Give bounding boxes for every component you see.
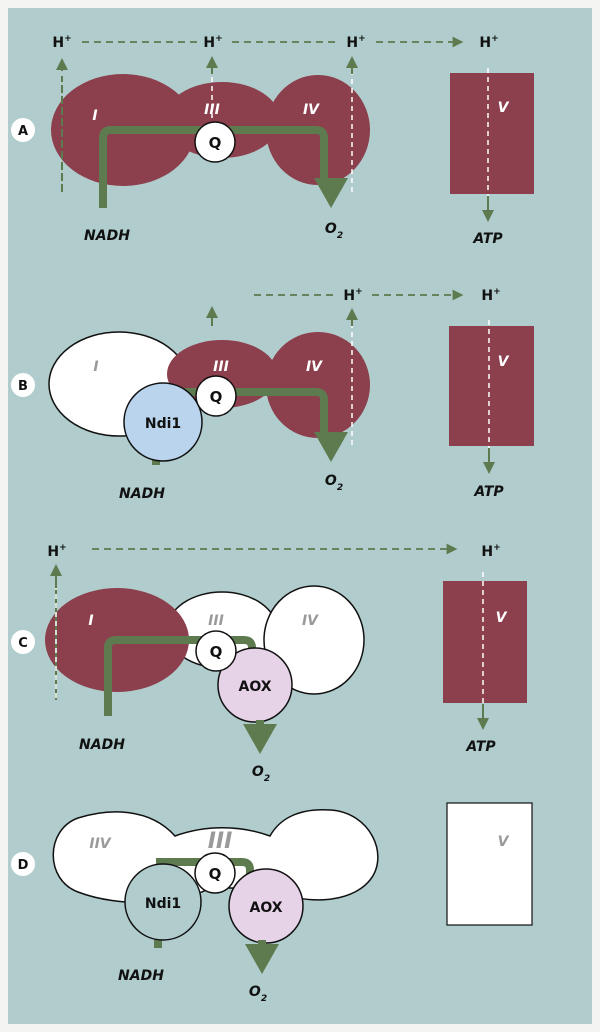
complex-v-label: V bbox=[498, 354, 510, 370]
quinone-label: Q bbox=[209, 134, 222, 152]
proton-label: H+ bbox=[481, 543, 500, 560]
complex-i-label: I bbox=[93, 359, 98, 375]
complex-v bbox=[443, 581, 527, 703]
panel-letter: A bbox=[18, 124, 28, 139]
oxygen-label: O2 bbox=[249, 984, 267, 1004]
panel-letter-badge bbox=[11, 852, 35, 876]
proton-label: H+ bbox=[481, 287, 500, 304]
atp-label: ATP bbox=[472, 231, 503, 247]
electron-path bbox=[104, 636, 256, 716]
ndi1-enzyme bbox=[124, 863, 202, 941]
electron-path bbox=[156, 858, 254, 880]
panel-letter-badge bbox=[11, 118, 35, 142]
complex-v bbox=[449, 326, 534, 446]
aox-label: AOX bbox=[238, 679, 271, 695]
quinone-label: Q bbox=[210, 643, 223, 661]
panel-letter-badge bbox=[11, 373, 35, 397]
panel-letter: D bbox=[18, 858, 29, 873]
complex-iii-label: III bbox=[204, 102, 220, 118]
atp-label: ATP bbox=[465, 739, 496, 755]
proton-label: H+ bbox=[346, 34, 365, 51]
quinone bbox=[195, 375, 237, 417]
complex-iv-label: IV bbox=[302, 613, 319, 629]
electron-arrowhead bbox=[314, 432, 348, 462]
ndi1-enzyme bbox=[123, 382, 203, 462]
oxygen-label: O2 bbox=[252, 764, 270, 784]
complex-i-label: I bbox=[92, 108, 97, 124]
aox-enzyme bbox=[217, 647, 293, 723]
electron-arrowhead bbox=[245, 944, 279, 974]
panel-a: A Q I III IV V H+ H+ bbox=[11, 34, 534, 247]
complex-iv bbox=[266, 332, 370, 438]
nadh-label: NADH bbox=[119, 486, 165, 502]
proton-label: H+ bbox=[343, 287, 362, 304]
electron-path bbox=[152, 388, 328, 465]
ndi1-label: Ndi1 bbox=[145, 416, 181, 432]
nadh-label: NADH bbox=[118, 968, 164, 984]
complex-iii-label: III bbox=[208, 613, 224, 629]
complex-iv-label: IV bbox=[303, 102, 320, 118]
electron-arrowhead bbox=[243, 724, 277, 754]
complex-v bbox=[450, 73, 534, 194]
aox-label: AOX bbox=[249, 900, 282, 916]
proton-label: H+ bbox=[52, 34, 71, 51]
nadh-label: NADH bbox=[84, 228, 130, 244]
complex-iii-label: III bbox=[213, 359, 229, 375]
electron-arrowhead bbox=[314, 178, 348, 208]
complex-v-label: V bbox=[496, 610, 508, 626]
proton-label: H+ bbox=[47, 543, 66, 560]
quinone bbox=[194, 852, 236, 894]
quinone-label: Q bbox=[209, 865, 222, 883]
ndi1-label: Ndi1 bbox=[145, 896, 181, 912]
quinone bbox=[195, 630, 237, 672]
panel-letter: B bbox=[18, 379, 28, 394]
quinone-label: Q bbox=[210, 388, 223, 406]
complex-v-label: V bbox=[498, 100, 510, 116]
quinone bbox=[194, 121, 236, 163]
panel-b: B Ndi1 Q I III IV V H+ H+ NADH O2 bbox=[11, 287, 534, 502]
complex-v-label: V bbox=[498, 834, 510, 850]
complex-iv-inactive bbox=[263, 585, 365, 695]
atp-label: ATP bbox=[473, 484, 504, 500]
panel-d: D Ndi1 AOX Q IIV III V NADH O2 bbox=[11, 802, 533, 1004]
oxygen-label: O2 bbox=[325, 473, 343, 493]
panel-c: C AOX Q I III IV V H+ H+ NADH O2 ATP bbox=[11, 543, 527, 784]
complex-iiv-label: IIV bbox=[89, 836, 111, 852]
panel-letter: C bbox=[18, 636, 28, 651]
complex-iv-label: IV bbox=[306, 359, 323, 375]
oxygen-label: O2 bbox=[325, 221, 343, 241]
complex-iii-label: III bbox=[208, 829, 233, 854]
complex-i-label: I bbox=[88, 613, 93, 629]
complex-v-inactive bbox=[446, 802, 533, 926]
proton-label: H+ bbox=[203, 34, 222, 51]
proton-label: H+ bbox=[479, 34, 498, 51]
panel-letter-badge bbox=[11, 630, 35, 654]
nadh-label: NADH bbox=[79, 737, 125, 753]
